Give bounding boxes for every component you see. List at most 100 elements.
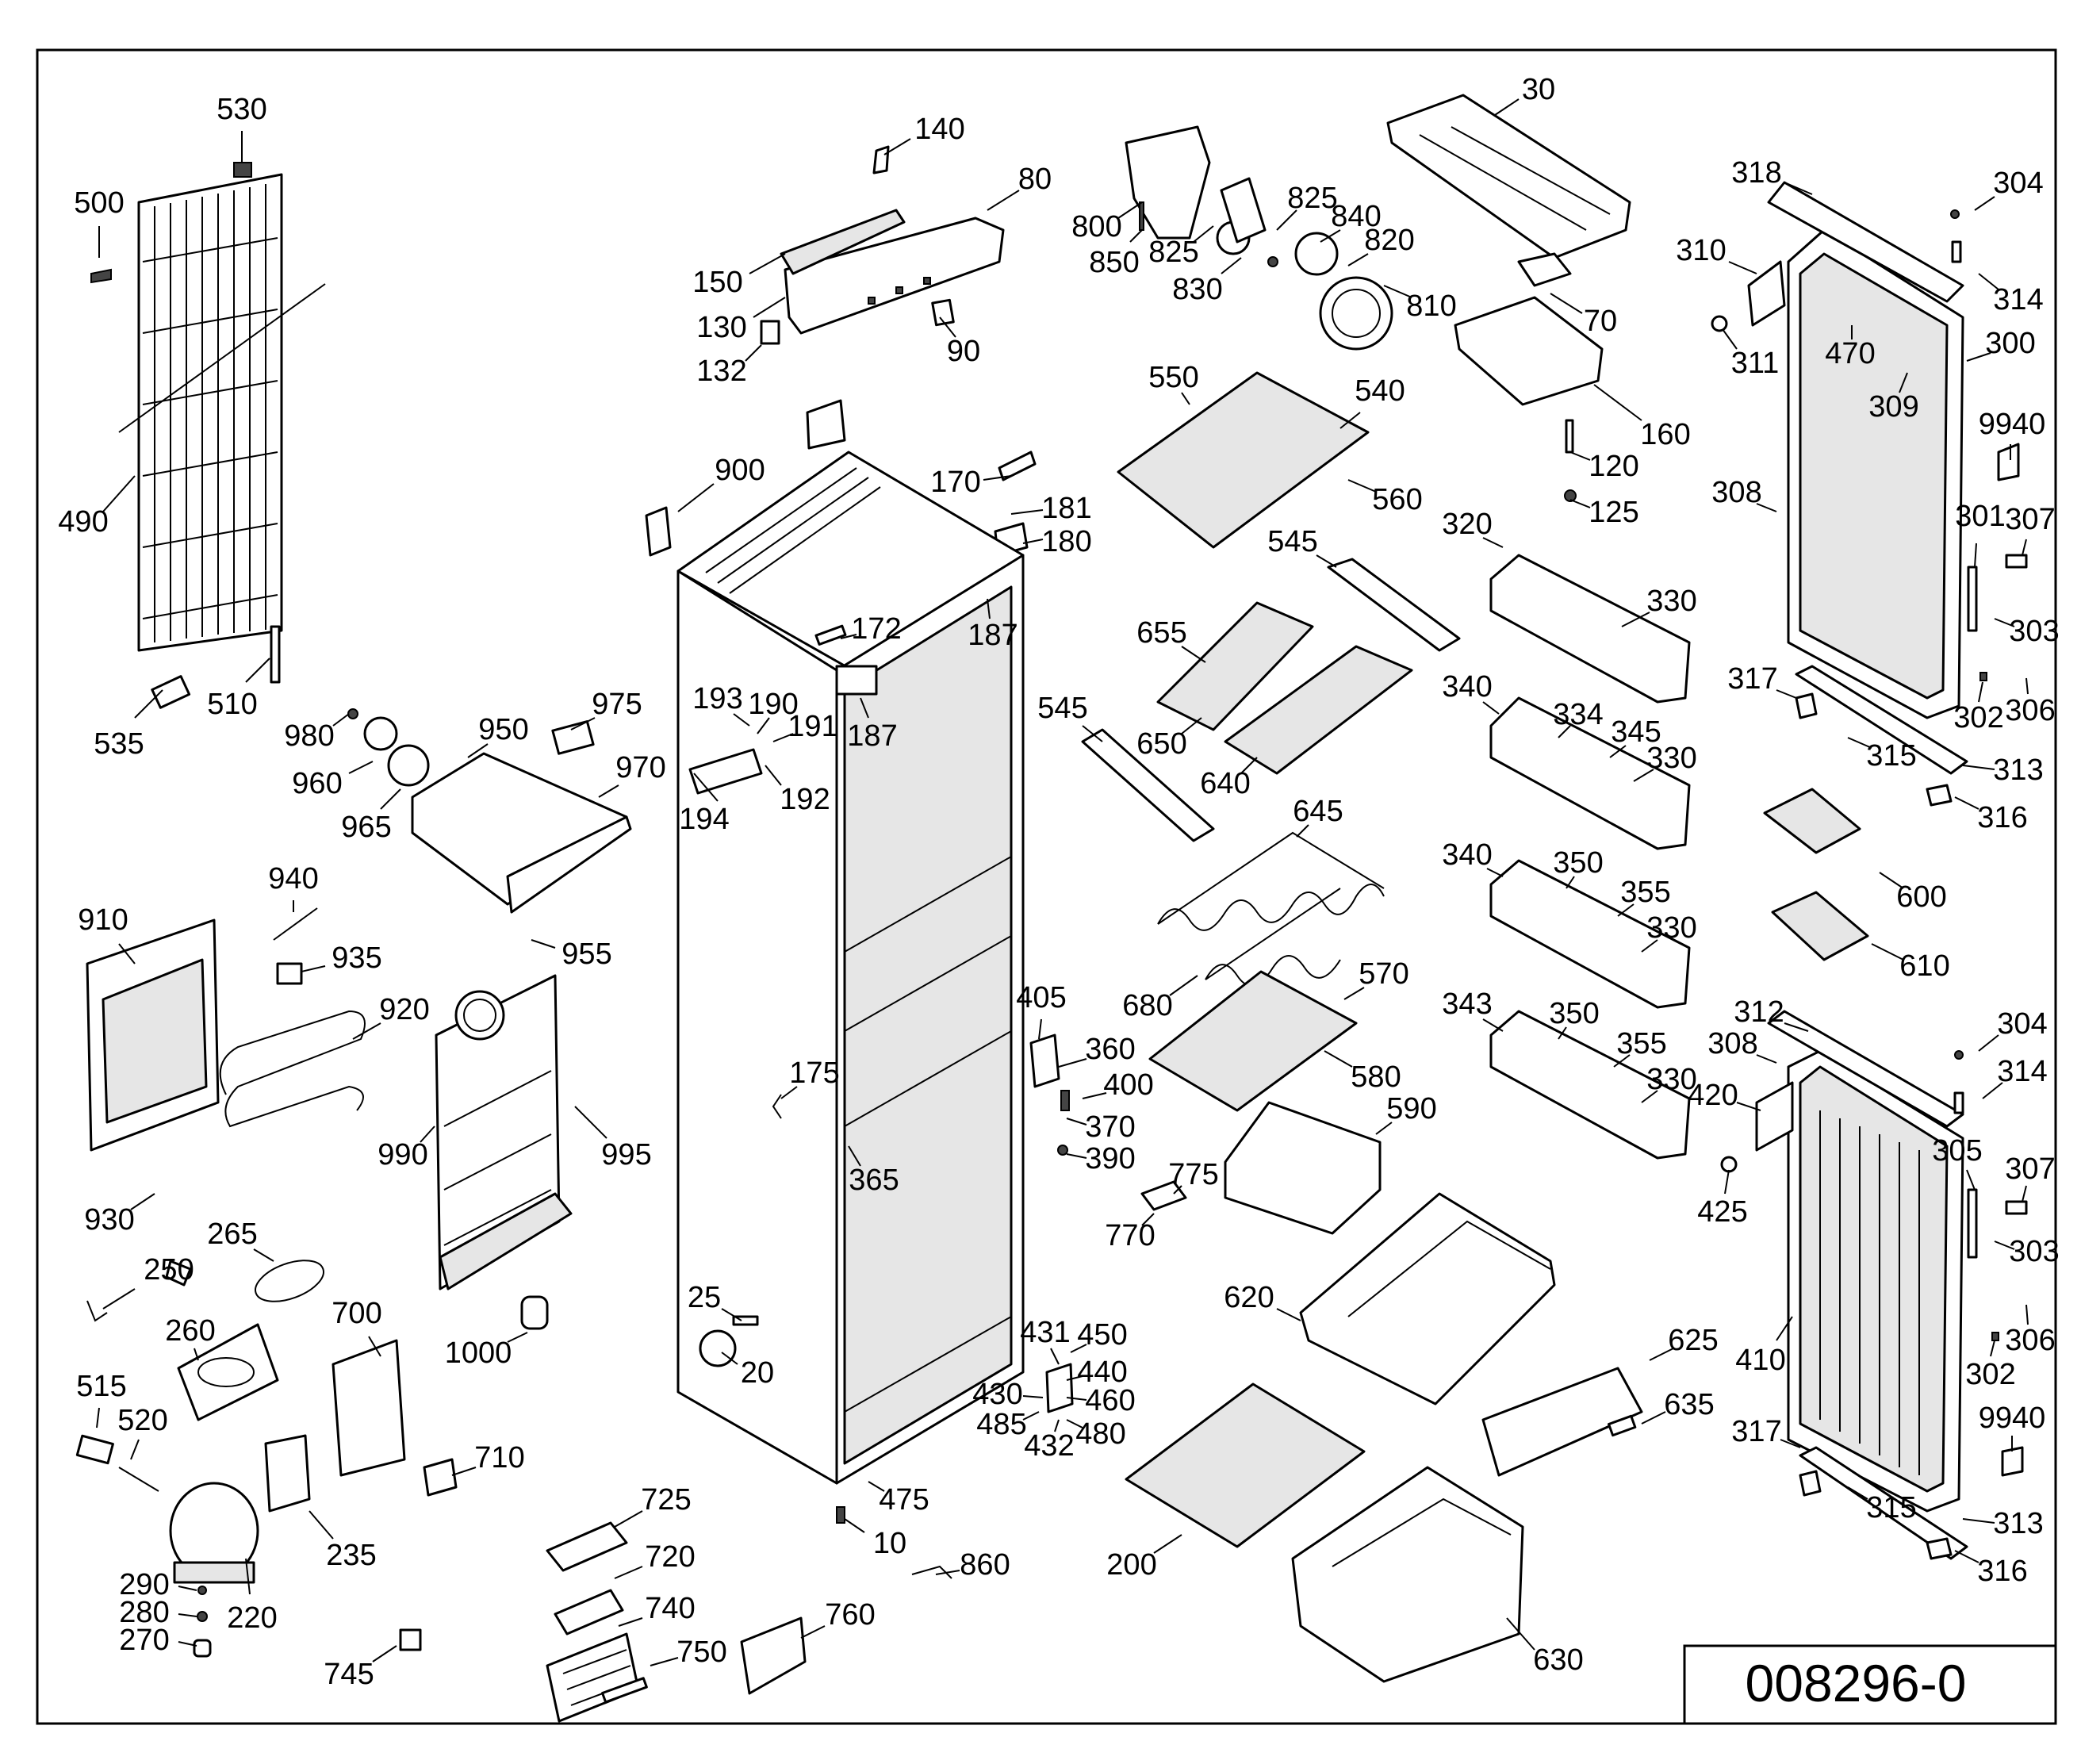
leader-line — [1022, 1395, 1044, 1398]
leader-line — [574, 1106, 607, 1139]
leader-line — [178, 1613, 197, 1617]
leader-line — [1558, 725, 1571, 738]
part-number-label: 990 — [377, 1138, 427, 1172]
part-number-label: 187 — [847, 719, 897, 753]
leader-line — [178, 1641, 197, 1647]
leader-line — [868, 1481, 885, 1492]
leader-line — [1066, 1375, 1083, 1381]
leader-line — [1966, 1169, 1976, 1191]
part-number-label: 400 — [1103, 1068, 1153, 1102]
leader-line — [1181, 392, 1190, 405]
part-number-label: 340 — [1442, 838, 1492, 872]
leader-line — [883, 138, 911, 155]
leader-line — [1978, 273, 1999, 290]
part-number-label: 343 — [1442, 987, 1492, 1021]
part-number-label: 970 — [615, 751, 665, 784]
part-number-label: 315 — [1866, 1491, 1916, 1524]
leader-line — [1847, 1486, 1868, 1500]
part-number-label: 170 — [930, 466, 980, 499]
part-number-label: 825 — [1148, 236, 1198, 269]
part-number-label: 308 — [1711, 476, 1761, 509]
leader-line — [1276, 209, 1297, 231]
leader-line — [800, 1625, 826, 1639]
part-number-label: 310 — [1676, 234, 1726, 267]
part-number-label: 580 — [1351, 1060, 1401, 1094]
leader-line — [1169, 975, 1198, 996]
part-number-label: 130 — [696, 311, 746, 344]
leader-line — [939, 316, 956, 338]
part-number-label: 420 — [1688, 1079, 1738, 1112]
leader-line — [1613, 1054, 1631, 1068]
part-number-label: 710 — [474, 1441, 524, 1474]
part-number-label: 510 — [207, 688, 257, 721]
part-number-label: 515 — [76, 1370, 126, 1403]
leader-line — [352, 1022, 381, 1040]
part-number-label: 570 — [1359, 957, 1408, 991]
part-number-label: 860 — [960, 1548, 1010, 1582]
part-number-label: 125 — [1589, 496, 1638, 529]
part-number-label: 312 — [1734, 995, 1784, 1029]
part-number-label: 25 — [688, 1281, 721, 1314]
leader-line — [1617, 903, 1635, 917]
part-number-label: 192 — [780, 783, 830, 816]
leader-line — [693, 773, 719, 802]
part-number-label: 191 — [788, 710, 837, 743]
part-number-label: 313 — [1993, 1507, 2043, 1540]
title-block: 008296-0 — [1683, 1644, 2057, 1725]
part-number-label: 308 — [1707, 1027, 1757, 1060]
leader-line — [467, 743, 489, 758]
leader-line — [1974, 543, 1977, 568]
leader-line — [1990, 1340, 1995, 1357]
part-number-label: 545 — [1267, 525, 1317, 558]
part-number-label: 775 — [1168, 1158, 1218, 1191]
part-number-label: 175 — [789, 1056, 839, 1090]
part-number-label: 302 — [1953, 701, 2003, 734]
part-number-label: 306 — [2005, 1324, 2055, 1357]
part-number-label: 950 — [478, 713, 528, 746]
leader-line — [1566, 876, 1575, 889]
leader-line — [1173, 1185, 1182, 1195]
part-number-label: 480 — [1075, 1417, 1125, 1451]
leader-line — [130, 1193, 155, 1210]
leader-line — [1316, 554, 1337, 568]
leader-line — [253, 1248, 274, 1262]
leader-line — [1593, 384, 1642, 421]
leader-line — [1784, 1022, 1809, 1032]
part-number-label: 440 — [1077, 1356, 1127, 1389]
leader-line — [1633, 769, 1654, 782]
leader-line — [1954, 1550, 1979, 1563]
leader-line — [1899, 372, 1908, 393]
leader-line — [1117, 201, 1143, 219]
part-number-label: 330 — [1646, 911, 1696, 945]
part-number-label: 9940 — [1979, 1402, 2046, 1435]
leader-line — [380, 788, 401, 810]
part-number-label: 485 — [976, 1408, 1026, 1441]
leader-line — [987, 598, 991, 619]
part-number-label: 90 — [947, 335, 980, 368]
part-number-label: 640 — [1200, 767, 1250, 800]
leader-line — [301, 965, 326, 972]
part-number-label: 315 — [1866, 739, 1916, 773]
leader-line — [1066, 1153, 1087, 1159]
leader-line — [721, 1308, 742, 1321]
leader-line — [130, 1439, 140, 1460]
part-number-label: 260 — [165, 1314, 215, 1348]
part-number-label: 850 — [1089, 246, 1139, 279]
leader-line — [1784, 182, 1813, 195]
part-number-label: 935 — [332, 941, 381, 975]
part-number-label: 265 — [207, 1218, 257, 1251]
leader-line — [134, 689, 163, 719]
part-number-label: 431 — [1020, 1316, 1070, 1349]
part-number-label: 355 — [1620, 876, 1670, 909]
part-number-label: 740 — [645, 1592, 695, 1625]
part-number-label: 700 — [332, 1297, 381, 1330]
leader-line — [1482, 701, 1500, 715]
part-number-label: 610 — [1899, 949, 1949, 983]
part-number-label: 940 — [268, 862, 318, 895]
leader-line — [1066, 1419, 1083, 1428]
leader-line — [2025, 1304, 2029, 1325]
leader-line — [935, 1570, 960, 1575]
part-number-label: 302 — [1965, 1358, 2015, 1391]
part-number-label: 500 — [74, 186, 124, 220]
part-number-label: 172 — [851, 612, 901, 646]
